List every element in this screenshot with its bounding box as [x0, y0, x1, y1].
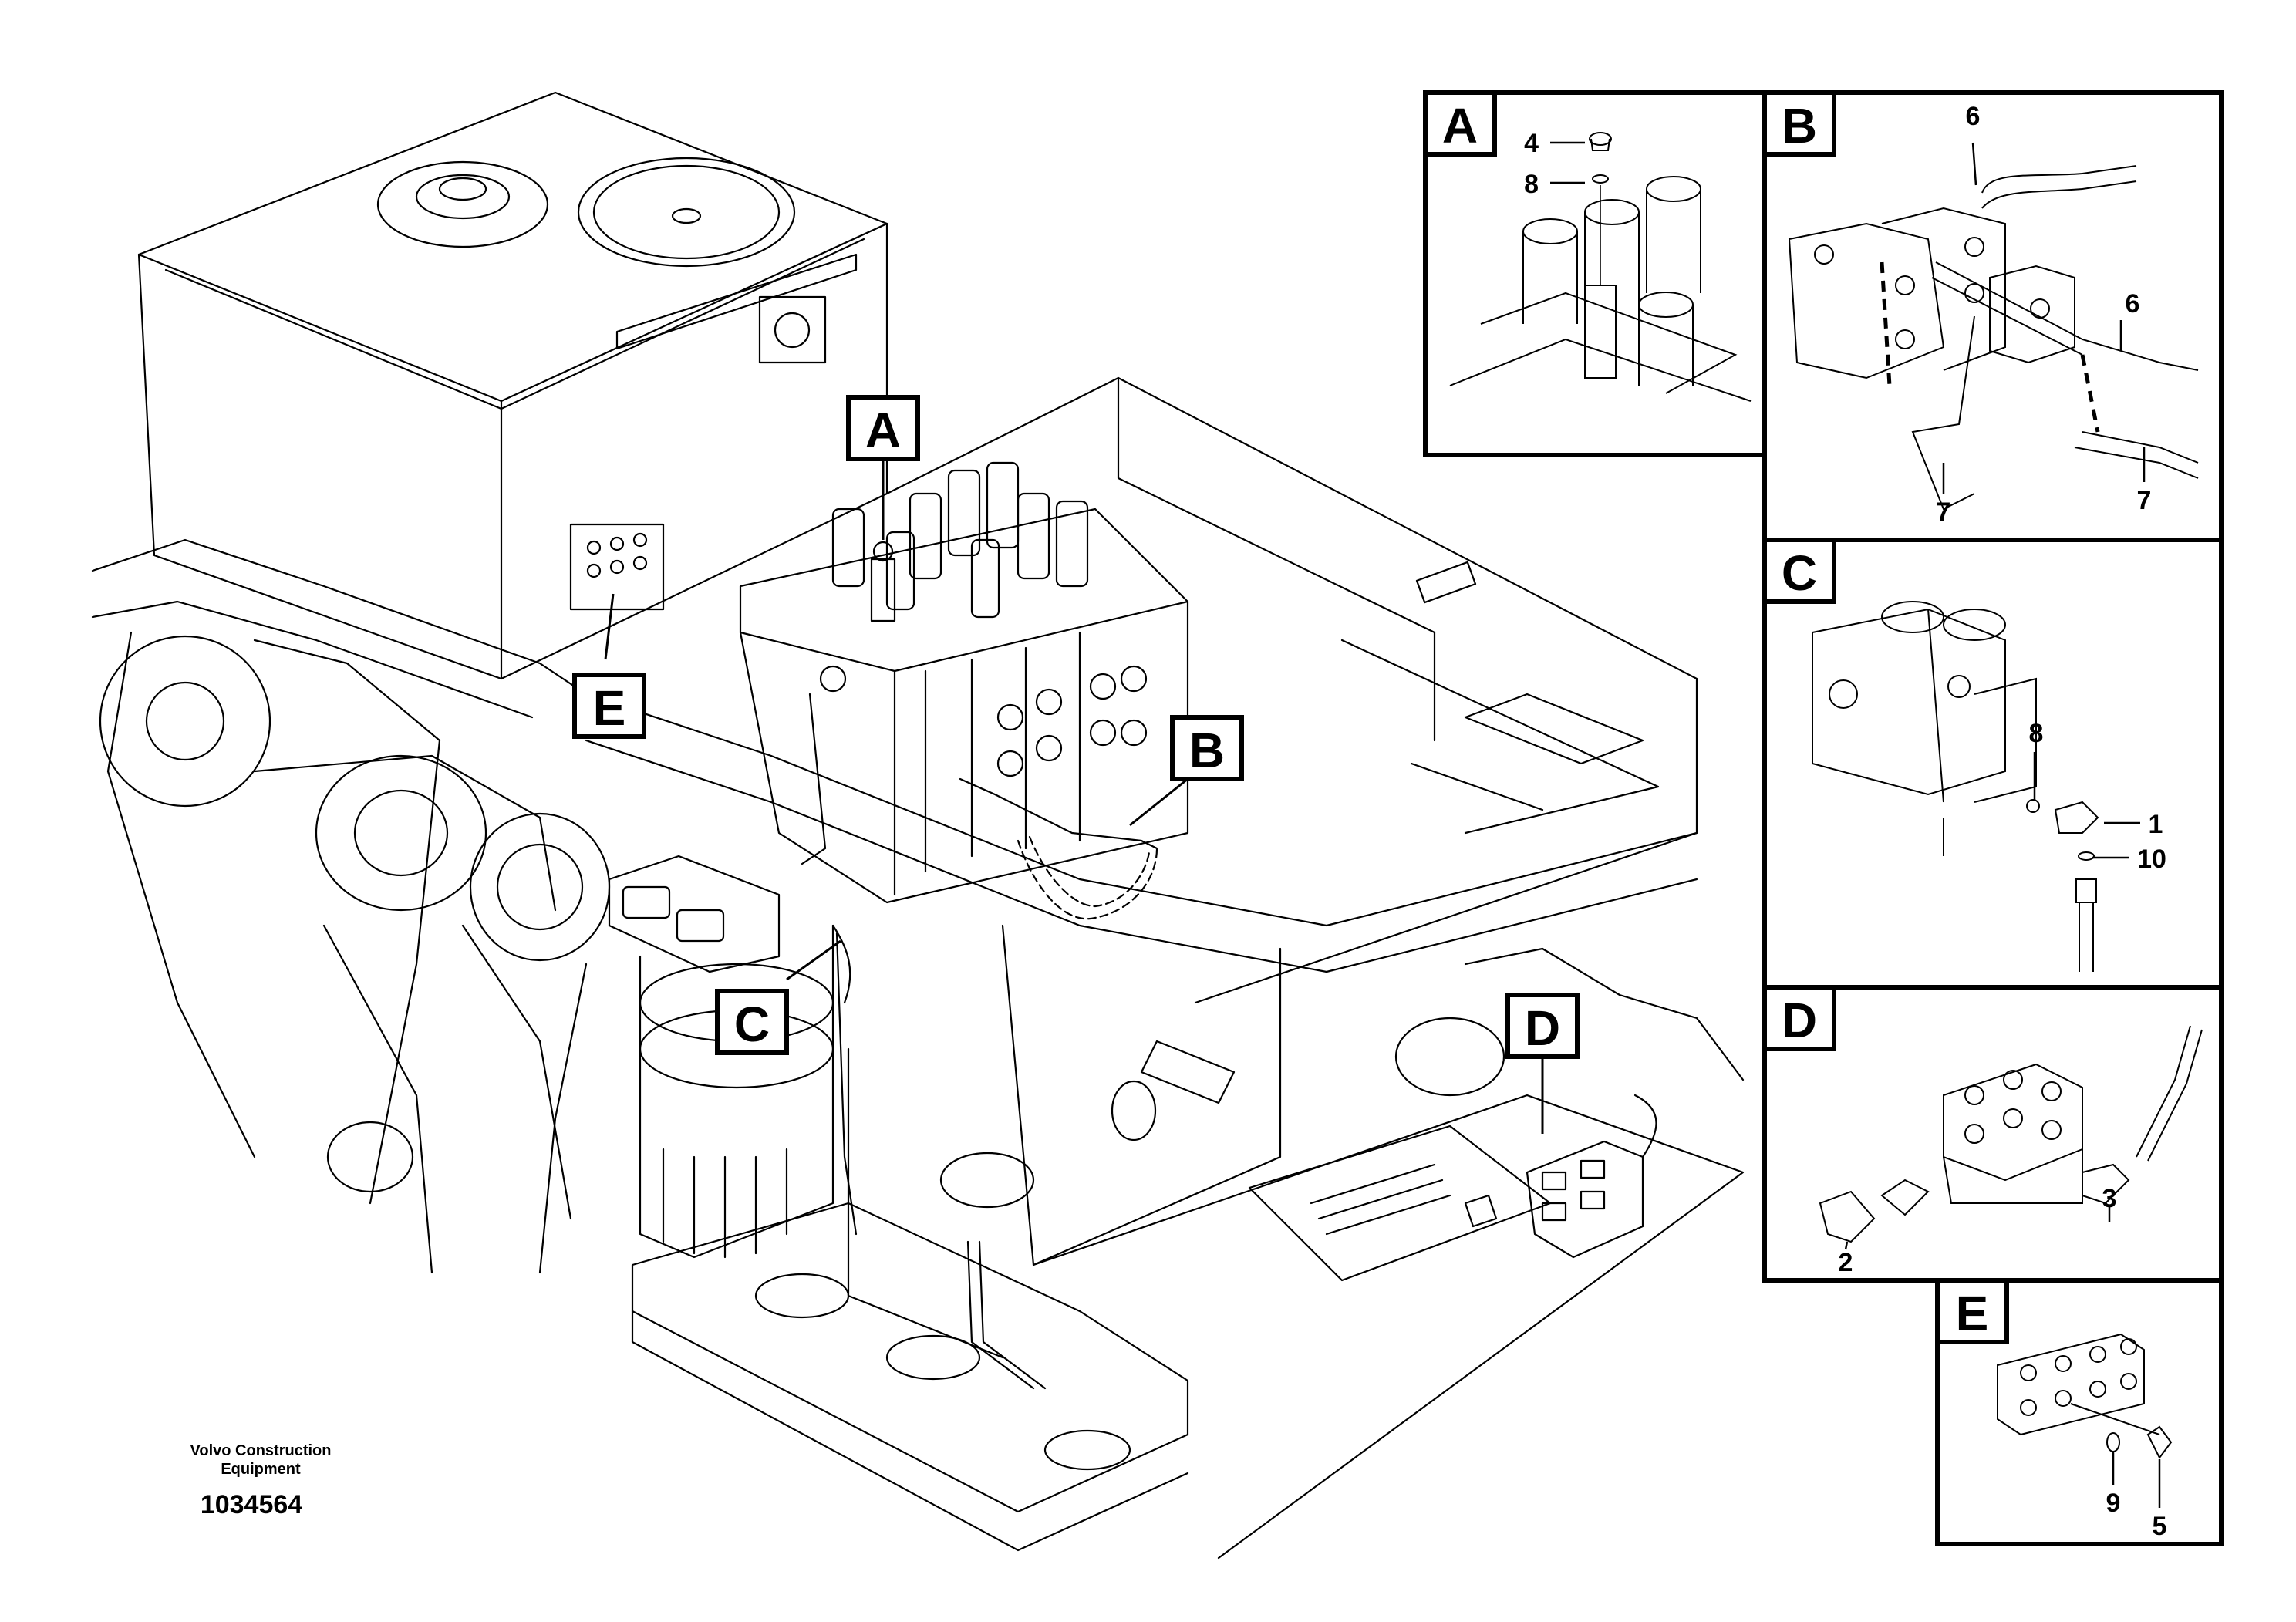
- callout-e: E: [572, 673, 646, 739]
- part-number-8: 8: [1524, 170, 1539, 199]
- credit-line-2: Equipment: [221, 1461, 301, 1478]
- svg-text:C: C: [1782, 545, 1817, 601]
- svg-text:B: B: [1782, 98, 1817, 153]
- hydraulic-tank: [137, 91, 888, 680]
- svg-text:B: B: [1189, 723, 1225, 778]
- svg-text:E: E: [1956, 1286, 1989, 1341]
- detail-panel-d: D 2 3: [1762, 985, 2224, 1283]
- svg-text:D: D: [1525, 1000, 1560, 1056]
- credit-block: Volvo Construction Equipment 1034564: [190, 1442, 332, 1519]
- part-number-6-right: 6: [2126, 289, 2140, 319]
- drawing-number: 1034564: [201, 1490, 302, 1519]
- part-number-4: 4: [1524, 129, 1539, 158]
- detail-panel-e: E 9 5: [1935, 1278, 2224, 1546]
- floor-plate: [631, 1202, 1189, 1552]
- pilot-valve-d: [1464, 1094, 1657, 1259]
- part-number-8: 8: [2029, 719, 2044, 748]
- part-number-1: 1: [2149, 810, 2163, 839]
- callout-leaders: [604, 459, 1544, 1134]
- callout-a: A: [846, 395, 920, 461]
- detail-panel-c: C 8 1 10: [1762, 538, 2224, 990]
- detail-panel-a: A 4 8: [1423, 90, 1767, 457]
- part-number-10: 10: [2137, 845, 2166, 874]
- hose-c: [831, 924, 851, 1004]
- part-number-7-right: 7: [2137, 486, 2152, 515]
- callout-b: B: [1170, 715, 1244, 781]
- part-number-7-left: 7: [1937, 497, 1951, 527]
- callout-c: C: [715, 989, 789, 1055]
- hose-b: [959, 777, 1158, 920]
- part-number-3: 3: [2102, 1184, 2117, 1213]
- svg-text:A: A: [1442, 98, 1478, 153]
- part-number-6-top: 6: [1966, 102, 1981, 131]
- svg-text:E: E: [593, 680, 626, 736]
- part-number-5: 5: [2153, 1512, 2167, 1541]
- swivel-joint: [608, 855, 858, 1259]
- callout-d: D: [1505, 993, 1580, 1059]
- svg-text:A: A: [865, 403, 901, 458]
- svg-text:C: C: [734, 996, 770, 1052]
- part-number-9: 9: [2106, 1489, 2121, 1518]
- control-valve: [739, 461, 1189, 904]
- svg-text:D: D: [1782, 993, 1817, 1048]
- part-number-2: 2: [1839, 1248, 1853, 1277]
- detail-panel-b: B 6 6 7 7: [1762, 90, 2224, 542]
- boom-structure: [91, 538, 611, 1274]
- credit-line-1: Volvo Construction: [190, 1442, 332, 1459]
